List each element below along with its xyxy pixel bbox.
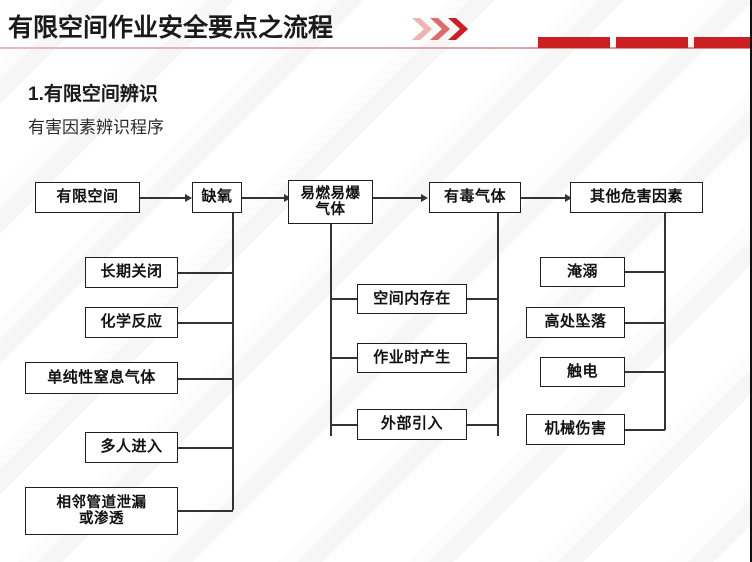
node-oxygen-deficiency[interactable]: 缺氧 <box>192 182 242 213</box>
trunk-flammable-explosive-gas <box>330 224 332 436</box>
node-flammable-explosive-gas[interactable]: 易燃易爆 气体 <box>288 180 373 224</box>
stub-electric-shock <box>625 371 665 373</box>
node-toxic-gas[interactable]: 有毒气体 <box>429 182 521 213</box>
node-label: 空间内存在 <box>373 289 451 307</box>
node-confined-space[interactable]: 有限空间 <box>35 182 140 213</box>
double-chevron-right-icon <box>410 16 472 42</box>
node-label: 淹溺 <box>566 262 598 280</box>
node-label: 有限空间 <box>56 188 119 206</box>
stub-adjacent-pipe-leak <box>178 510 233 512</box>
arrow-oxygen-to-flammable <box>284 193 291 202</box>
stub-drowning <box>625 271 665 273</box>
node-multiple-people-entry[interactable]: 多人进入 <box>85 432 178 463</box>
node-label: 长期关闭 <box>100 263 163 281</box>
arrow-toxic-to-other <box>565 193 572 202</box>
trunk-oxygen-deficiency <box>232 213 234 510</box>
trunk-other-hazard-factors <box>664 213 666 430</box>
header-divider <box>0 47 750 49</box>
node-label: 高处坠落 <box>544 313 607 331</box>
connector-confined-to-oxygen <box>140 197 187 199</box>
node-label: 多人进入 <box>100 438 163 456</box>
stub-fall-from-height <box>625 322 665 324</box>
node-mechanical-injury[interactable]: 机械伤害 <box>526 414 625 445</box>
node-fall-from-height[interactable]: 高处坠落 <box>526 307 625 338</box>
stub-right-exists-in-space <box>467 298 498 300</box>
page-title: 有限空间作业安全要点之流程 <box>8 14 334 42</box>
stub-long-term-closure <box>178 272 233 274</box>
node-label: 有毒气体 <box>443 188 506 206</box>
node-label: 其他危害因素 <box>589 188 683 206</box>
node-label: 作业时产生 <box>373 348 451 366</box>
node-generated-during-work[interactable]: 作业时产生 <box>357 343 467 373</box>
section-subheading: 有害因素辨识程序 <box>28 118 164 137</box>
stub-left-introduced-externally <box>330 424 358 426</box>
node-introduced-externally[interactable]: 外部引入 <box>357 409 467 440</box>
node-adjacent-pipe-leak[interactable]: 相邻管道泄漏 或渗透 <box>25 487 178 535</box>
stub-multiple-people-entry <box>178 447 233 449</box>
node-exists-in-space[interactable]: 空间内存在 <box>357 284 467 314</box>
stub-simple-asphyxiant-gas <box>178 378 233 380</box>
stub-mechanical-injury <box>625 429 665 431</box>
arrow-flammable-to-toxic <box>421 193 428 202</box>
node-electric-shock[interactable]: 触电 <box>540 357 625 387</box>
connector-oxygen-to-flammable <box>242 197 286 199</box>
node-label: 化学反应 <box>100 313 163 331</box>
stub-right-generated-during-work <box>467 357 498 359</box>
node-label: 相邻管道泄漏 或渗透 <box>56 494 147 527</box>
node-chemical-reaction[interactable]: 化学反应 <box>85 307 178 338</box>
node-label: 易燃易爆 气体 <box>300 185 361 218</box>
section-heading: 1.有限空间辨识 <box>28 84 158 105</box>
stub-left-exists-in-space <box>330 298 358 300</box>
node-simple-asphyxiant-gas[interactable]: 单纯性窒息气体 <box>25 362 178 394</box>
stub-chemical-reaction <box>178 322 233 324</box>
header-accent-bar-2 <box>616 37 688 48</box>
node-label: 触电 <box>566 362 598 380</box>
node-label: 缺氧 <box>201 188 233 206</box>
node-label: 单纯性窒息气体 <box>47 368 156 386</box>
arrow-confined-to-oxygen <box>185 193 192 202</box>
stub-left-generated-during-work <box>330 357 358 359</box>
node-label: 外部引入 <box>380 415 443 433</box>
connector-toxic-to-other <box>521 197 567 199</box>
node-drowning[interactable]: 淹溺 <box>540 257 625 287</box>
header-accent-bar-3 <box>694 37 750 48</box>
connector-flammable-to-toxic <box>373 197 423 199</box>
stub-right-introduced-externally <box>467 424 498 426</box>
node-long-term-closure[interactable]: 长期关闭 <box>85 257 178 288</box>
trunk-toxic-gas <box>497 213 499 436</box>
header-accent-bar-1 <box>538 37 610 48</box>
node-label: 机械伤害 <box>544 420 607 438</box>
node-other-hazard-factors[interactable]: 其他危害因素 <box>570 182 703 213</box>
